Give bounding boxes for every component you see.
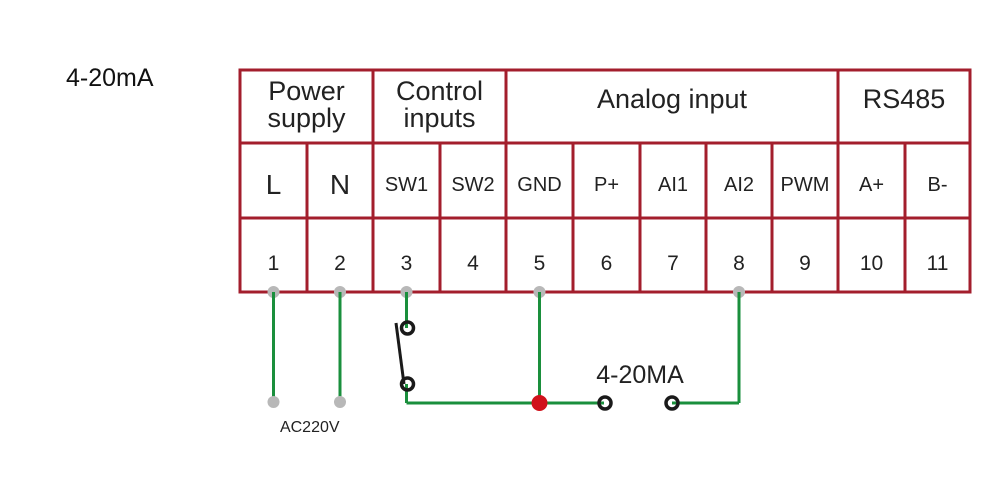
terminal-number: 1: [268, 252, 280, 275]
switch-contact-bottom-icon: [399, 376, 416, 392]
sensor-contact-plus-icon: [597, 395, 613, 411]
terminal-name: AI2: [724, 174, 754, 196]
terminal-name: PWM: [781, 174, 830, 196]
wires: AC220V 4-20MA: [267, 286, 745, 436]
terminal-name: SW1: [385, 174, 428, 196]
group-label-3: RS485: [863, 84, 946, 114]
terminal-number: 5: [534, 252, 546, 275]
terminal-number: 6: [601, 252, 613, 275]
switch-contact-top-icon: [399, 320, 416, 336]
terminal-number: 10: [860, 252, 883, 275]
junction-icon: [531, 395, 548, 411]
sensor-contact-minus-icon: [664, 395, 680, 411]
power-terminal-L-icon: [267, 396, 280, 408]
terminal-number: 3: [401, 252, 413, 275]
power-terminal-N-icon: [334, 396, 346, 408]
terminal-name: N: [330, 169, 350, 200]
page-title: 4-20mA: [66, 64, 154, 92]
group-label-line: inputs: [403, 103, 475, 133]
group-label-line: Power: [268, 76, 345, 106]
terminal-name: A+: [859, 174, 884, 196]
terminal-number: 9: [799, 252, 811, 275]
terminal-name: SW2: [451, 174, 494, 196]
terminal-name: L: [266, 169, 282, 200]
power-label: AC220V: [280, 419, 340, 436]
group-label-line: Analog input: [597, 84, 748, 114]
terminal-number: 2: [334, 252, 346, 275]
terminal-table: [238, 68, 972, 294]
terminal-name: B-: [928, 174, 948, 196]
table-border: [238, 68, 972, 294]
group-label-line: RS485: [863, 84, 946, 114]
group-label-2: Analog input: [597, 84, 748, 114]
terminal-number: 11: [927, 252, 949, 275]
terminal-name: AI1: [658, 174, 688, 196]
terminal-name: P+: [594, 174, 619, 196]
group-label-line: supply: [267, 103, 346, 133]
switch-blade: [394, 322, 406, 385]
sensor-label: 4-20MA: [596, 361, 684, 389]
terminal-name: GND: [517, 174, 561, 196]
terminal-number: 7: [667, 252, 679, 275]
terminal-number: 8: [733, 252, 745, 275]
terminal-number: 4: [467, 252, 479, 275]
group-label-line: Control: [396, 76, 483, 106]
